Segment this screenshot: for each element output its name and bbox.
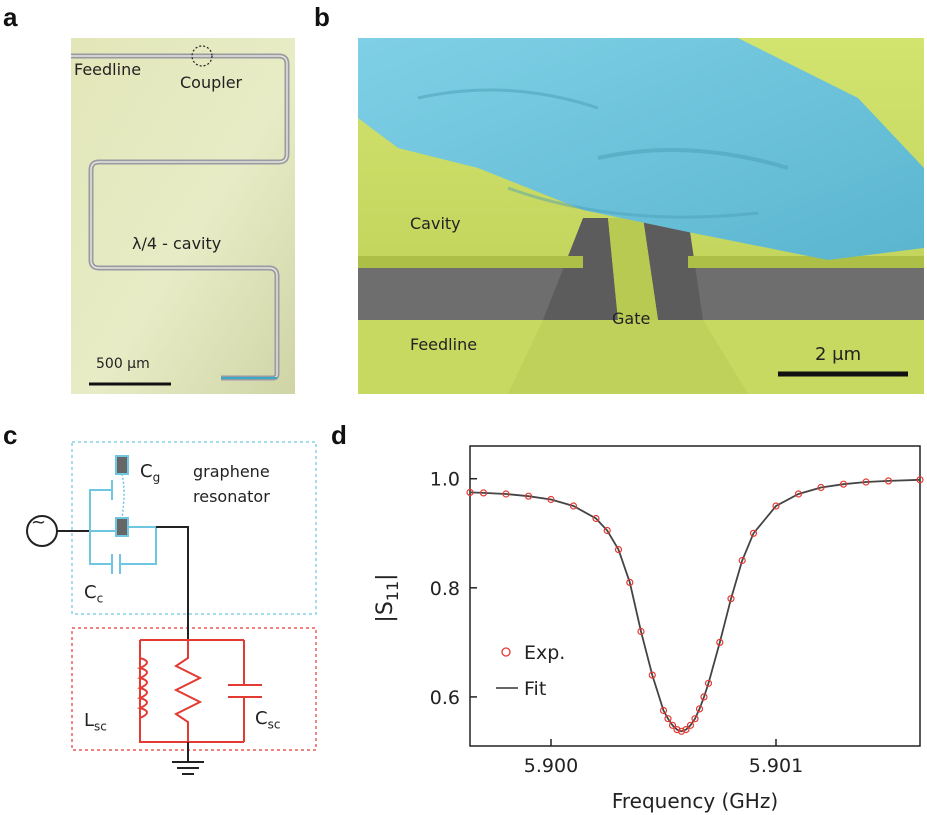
y-tick-label: 1.0 <box>430 469 460 491</box>
circuit-diagram <box>26 441 317 775</box>
svg-text:|S11|: |S11| <box>373 573 402 622</box>
data-point <box>686 721 695 729</box>
panel-letter-d: d <box>331 420 347 450</box>
data-point <box>547 495 555 504</box>
data-point <box>704 679 713 687</box>
data-point <box>673 726 681 734</box>
data-point <box>738 556 746 565</box>
fit-line <box>469 478 921 733</box>
data-point <box>862 478 870 486</box>
label-graphene: graphene <box>193 462 270 481</box>
superconductor-box <box>71 627 317 751</box>
data-point <box>916 476 924 484</box>
label-feedline-b: Feedline <box>410 335 478 354</box>
data-point <box>691 715 699 723</box>
panel-letter-a: a <box>3 2 18 32</box>
scalebar-label-b: 2 μm <box>815 344 862 365</box>
y-tick-label: 0.8 <box>430 578 460 600</box>
data-point <box>592 514 600 523</box>
label-csc: Csc <box>255 708 281 732</box>
data-point <box>659 706 668 715</box>
graphene-box <box>71 441 317 615</box>
graphene-flake <box>358 38 924 260</box>
data-point <box>817 483 825 492</box>
data-point <box>569 502 578 510</box>
data-point <box>700 693 708 701</box>
data-point <box>677 727 686 735</box>
data-point <box>772 502 780 510</box>
source-symbol: ~ <box>31 512 47 533</box>
legend-marker-exp <box>501 647 511 657</box>
inductor-icon <box>137 657 148 719</box>
label-cc: Cc <box>84 582 104 606</box>
data-point <box>668 721 677 729</box>
y-tick-label: 0.6 <box>430 687 460 709</box>
plot-frame <box>469 445 921 747</box>
x-axis-label: Frequency (GHz) <box>612 789 778 813</box>
data-point <box>884 477 893 485</box>
legend: Exp. Fit <box>496 642 565 700</box>
x-tick-label: 5.901 <box>749 755 803 777</box>
panel-letter-c: c <box>3 420 18 450</box>
coupler-circle <box>191 45 213 67</box>
label-resonator: resonator <box>193 487 270 506</box>
label-lsc: Lsc <box>84 710 107 734</box>
data-point <box>626 578 634 586</box>
data-point <box>682 726 690 734</box>
data-point <box>614 545 623 554</box>
label-coupler: Coupler <box>180 73 243 92</box>
data-point <box>839 480 848 488</box>
data-point <box>727 595 735 603</box>
data-point <box>603 526 611 535</box>
optical-micrograph <box>71 38 295 394</box>
data-point <box>794 490 803 498</box>
graphene-membrane-top <box>115 455 129 475</box>
legend-label-fit: Fit <box>524 678 546 700</box>
label-feedline-a: Feedline <box>74 60 142 79</box>
data-point <box>637 627 645 636</box>
label-cavity-b: Cavity <box>410 214 461 233</box>
data-point <box>664 715 672 723</box>
sem-image <box>358 38 924 394</box>
graphene-membrane-bottom <box>115 517 129 537</box>
s11-chart: 5.900 5.901 0.6 0.8 1.0 Frequency (GHz) |S11… <box>373 445 924 813</box>
data-point <box>466 488 474 497</box>
data-point <box>648 671 656 679</box>
data-point <box>502 490 510 498</box>
data-point <box>479 489 488 497</box>
legend-label-exp: Exp. <box>524 642 565 664</box>
panel-letter-b: b <box>314 2 330 32</box>
label-cg: Cg <box>140 461 161 485</box>
data-point <box>749 529 758 537</box>
data-point <box>716 638 724 646</box>
label-gate: Gate <box>612 309 651 328</box>
x-tick-label: 5.900 <box>524 755 578 777</box>
data-point <box>524 492 533 500</box>
scalebar-label-a: 500 μm <box>96 356 150 372</box>
y-axis-label: |S11| <box>373 573 402 622</box>
data-point <box>695 705 704 713</box>
resistor-icon <box>173 640 203 742</box>
label-cavity-a: λ/4 - cavity <box>132 234 222 253</box>
